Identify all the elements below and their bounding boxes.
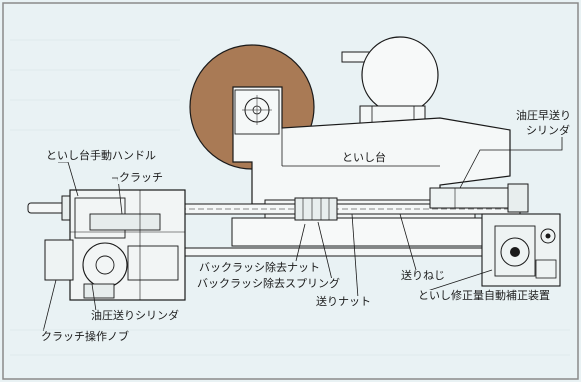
label-clutch: クラッチ — [118, 171, 164, 184]
background-texture — [10, 39, 570, 356]
label-clutch-knob: クラッチ操作ノブ — [40, 330, 130, 343]
label-feed-screw: 送りねじ — [400, 269, 446, 282]
label-hydraulic-rapid-feed: 油圧早送り — [515, 109, 572, 122]
wheel-motor — [341, 36, 439, 129]
label-feed-nut: 送りナット — [315, 295, 372, 308]
auto-compensator-device — [481, 213, 561, 287]
lower-shaft — [139, 247, 491, 257]
wheelhead-body — [232, 86, 511, 205]
rapid-feed-cylinder — [429, 183, 529, 213]
label-hydraulic-feed-cylinder: 油圧送りシリンダ — [90, 309, 180, 322]
label-wheelhead: といし台 — [342, 151, 386, 164]
label-auto-compensator: といし修正量自動補正装置 — [417, 289, 551, 302]
label-wheelhead-hand-handle: といし台手動ハンドル — [45, 149, 157, 162]
label-backlash-spring: バックラッシ除去スプリング — [196, 277, 341, 290]
leader-lines — [41, 130, 563, 337]
label-backlash-nut: バックラッシ除去ナット — [198, 261, 321, 274]
handwheel-assembly — [27, 189, 186, 301]
label-cylinder: シリンダ — [525, 124, 571, 137]
